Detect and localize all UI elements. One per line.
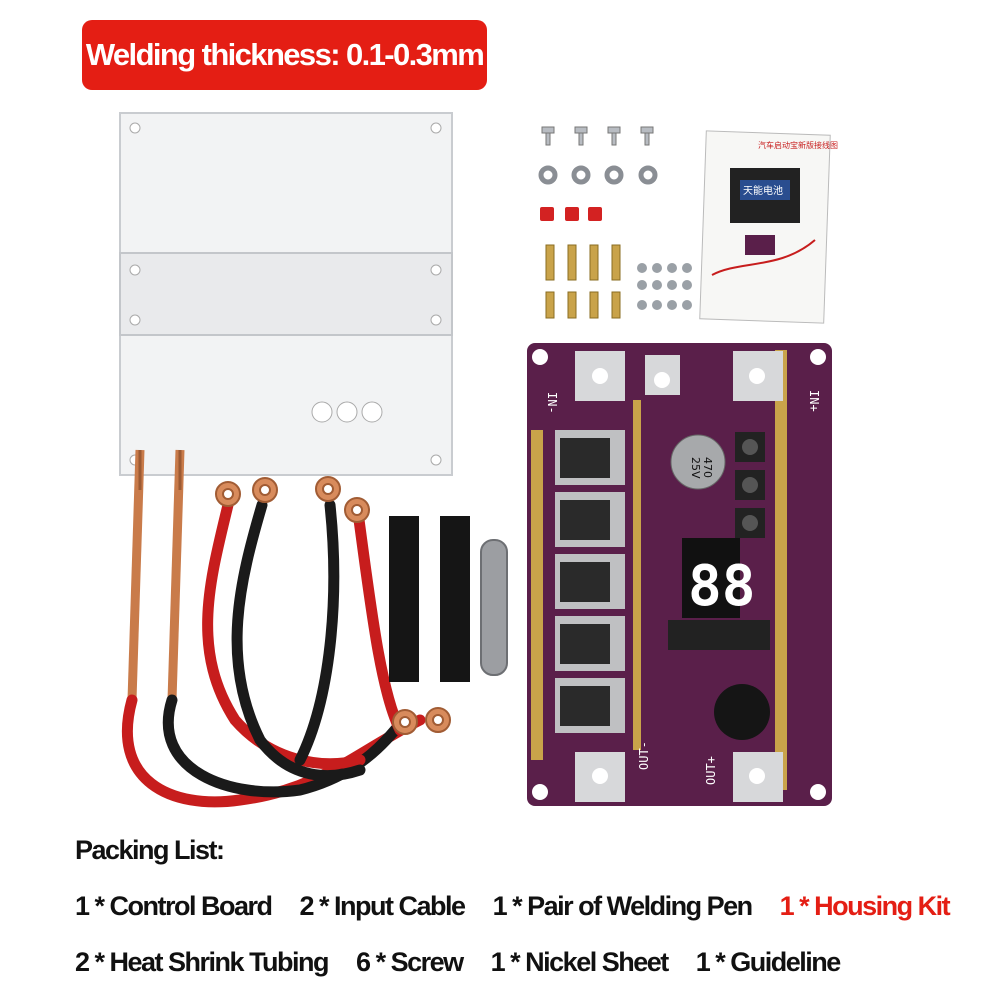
manual-brand: 天能电池 (743, 184, 783, 197)
label-out-minus: OUT- (637, 741, 651, 770)
capacitor-label-1: 470 (701, 457, 714, 478)
label-in-plus: IN+ (807, 390, 821, 412)
heat-shrink-tube-1 (389, 516, 419, 682)
packing-item: 1 * Nickel Sheet (490, 947, 670, 977)
packing-list-title: Packing List: (75, 835, 225, 865)
input-cables (121, 499, 426, 808)
thickness-banner: Welding thickness: 0.1-0.3mm (82, 20, 487, 90)
seven-segment-display: 88 (688, 554, 755, 619)
packing-item: 1 * Pair of Welding Pen (492, 891, 754, 921)
packing-list-row-2: 2 * Heat Shrink Tubing 6 * Screw 1 * Nic… (75, 947, 862, 978)
packing-item: 1 * Guideline (695, 947, 842, 977)
welding-pens (127, 449, 185, 701)
manual-heading: 汽车启动宝新版接线图 (758, 140, 838, 150)
guideline-manual: 汽车启动宝新版接线图 天能电池 (699, 130, 838, 324)
packing-item: 1 * Control Board (75, 891, 273, 921)
packing-item: 2 * Input Cable (299, 891, 467, 921)
acrylic-housing-plates (119, 112, 453, 476)
nickel-sheet-roll (480, 539, 508, 676)
control-board: 470 25V 88 IN- IN+ OUT- OUT+ (527, 343, 832, 806)
ring-terminals (215, 476, 451, 735)
packing-list-row-1: 1 * Control Board 2 * Input Cable 1 * Pa… (75, 891, 971, 922)
capacitor-label-2: 25V (689, 457, 702, 479)
packing-item: 2 * Heat Shrink Tubing (75, 947, 330, 977)
label-in-minus: IN- (545, 392, 559, 414)
mosfets (555, 430, 625, 733)
heat-shrink-tube-2 (440, 516, 470, 682)
packing-item: 6 * Screw (356, 947, 464, 977)
packing-item-highlight: 1 * Housing Kit (779, 891, 951, 921)
label-out-plus: OUT+ (704, 756, 718, 785)
screws-and-hardware (538, 126, 692, 319)
